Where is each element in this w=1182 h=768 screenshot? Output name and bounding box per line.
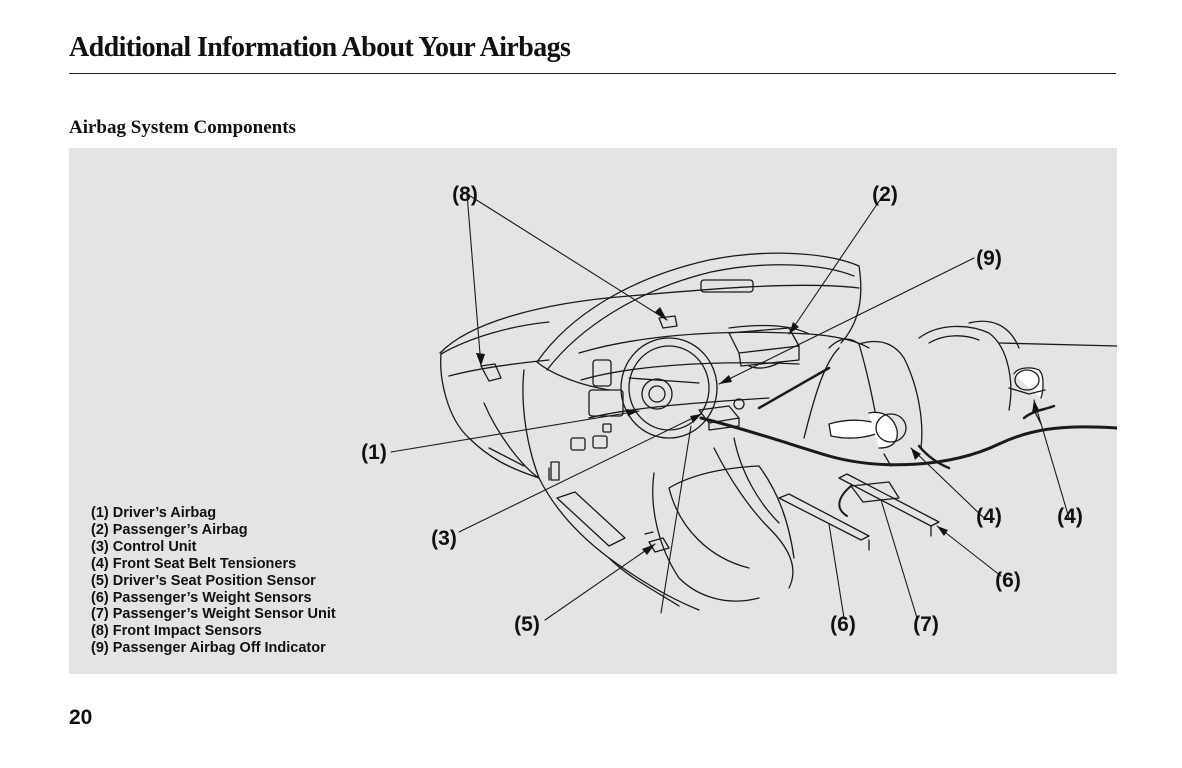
legend-item: (7) Passenger’s Weight Sensor Unit — [91, 606, 336, 623]
seat-position-sensor — [644, 531, 670, 553]
car-interior-illustration — [390, 193, 1117, 621]
callout-front-impact-sensors: (8) — [452, 183, 478, 206]
legend-item: (8) Front Impact Sensors — [91, 623, 262, 640]
legend-item: (2) Passenger’s Airbag — [91, 521, 248, 538]
callout-seat-belt-tensioner-right: (4) — [976, 505, 1002, 528]
callout-driver-airbag: (1) — [361, 441, 387, 464]
windshield-frame — [522, 252, 862, 479]
car-body-outline — [439, 284, 860, 611]
page-number: 20 — [69, 706, 93, 729]
callout-passenger-airbag: (2) — [872, 183, 898, 206]
callout-airbag-off-indicator: (9) — [976, 247, 1002, 270]
callout-seat-belt-tensioner-left: (4) — [1057, 505, 1083, 528]
door-sill — [548, 461, 626, 547]
legend-item: (1) Driver’s Airbag — [91, 505, 217, 521]
driver-seat — [652, 437, 795, 602]
legend-item: (5) Driver’s Seat Position Sensor — [91, 572, 316, 589]
legend-item: (6) Passenger’s Weight Sensors — [91, 589, 312, 606]
seat-belt-tensioner-center — [828, 411, 907, 467]
section-heading: Airbag System Components — [69, 117, 296, 138]
page-title: Additional Information About Your Airbag… — [69, 32, 571, 63]
legend-item: (3) Control Unit — [91, 538, 197, 555]
steering-wheel — [620, 337, 718, 439]
callout-weight-sensor-front: (6) — [995, 569, 1021, 592]
dashboard — [578, 324, 870, 419]
component-legend: (1) Driver’s Airbag (2) Passenger’s Airb… — [91, 505, 336, 657]
title-rule — [69, 73, 1116, 74]
passenger-airbag-module — [728, 327, 800, 369]
front-impact-sensor-left — [480, 363, 502, 382]
figure-panel: (8) (2) (9) (1) (3) (4) (4) (6) (5) (6) … — [69, 148, 1117, 674]
legend-item: (9) Passenger Airbag Off Indicator — [91, 640, 326, 657]
leader-lines — [390, 193, 1070, 621]
pedals — [570, 423, 612, 451]
arrow-heads — [476, 307, 1039, 555]
front-impact-sensor-right — [658, 315, 678, 329]
passenger-seat — [803, 320, 1117, 449]
callout-seat-position-sensor: (5) — [514, 613, 540, 636]
callout-control-unit: (3) — [431, 527, 457, 550]
seat-belt-tensioner-right — [1008, 367, 1046, 425]
wiring-harness — [699, 366, 1117, 470]
callout-weight-sensor-unit: (7) — [913, 613, 939, 636]
weight-sensor-rails — [778, 473, 940, 551]
legend-item: (4) Front Seat Belt Tensioners — [91, 555, 297, 572]
callout-weight-sensor-rear: (6) — [830, 613, 856, 636]
